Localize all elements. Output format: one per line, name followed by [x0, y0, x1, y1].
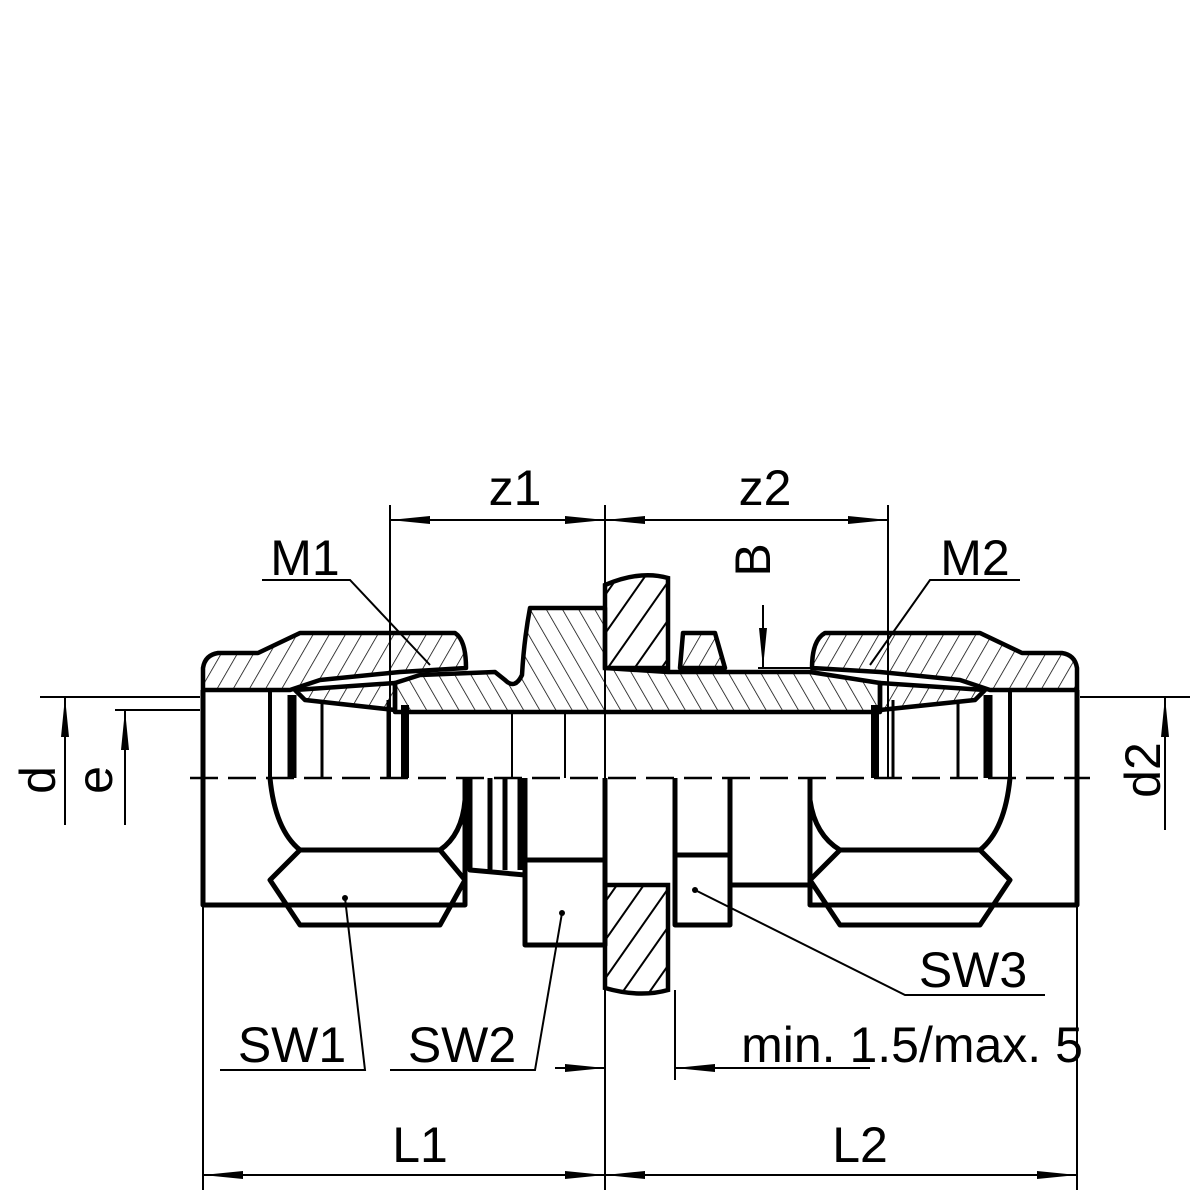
leader-m1	[262, 579, 431, 666]
panel-wall-lower	[602, 882, 671, 996]
label-l1: L1	[392, 1117, 448, 1173]
label-d: d	[10, 766, 66, 794]
label-z2: z2	[739, 460, 792, 516]
leader-sw1	[220, 897, 367, 1071]
panel-wall-upper	[602, 572, 671, 671]
sw2-hex	[522, 860, 608, 948]
label-b: B	[725, 543, 781, 576]
right-ferrule	[877, 680, 988, 713]
right-nut-section	[809, 630, 1080, 693]
dimensions	[40, 505, 1190, 1190]
label-m1: M1	[270, 530, 339, 586]
label-wall-thickness: min. 1.5/max. 5	[741, 1017, 1083, 1073]
section-view-upper	[200, 572, 1080, 905]
leader-sw2	[390, 912, 563, 1071]
left-ferrule	[292, 680, 398, 713]
label-sw1: SW1	[238, 1017, 346, 1073]
label-sw3: SW3	[919, 942, 1027, 998]
label-sw2: SW2	[408, 1017, 516, 1073]
leader-m2	[869, 579, 1020, 666]
left-nut-hex	[200, 777, 468, 928]
left-nut-section	[200, 630, 469, 693]
exterior-view-lower	[200, 777, 1080, 996]
label-d2: d2	[1115, 742, 1171, 798]
label-l2: L2	[832, 1117, 888, 1173]
body-neck	[467, 778, 608, 878]
leader-sw3	[694, 889, 1045, 996]
right-nut-hex	[807, 777, 1080, 928]
label-z1: z1	[489, 460, 542, 516]
lock-nut-section	[677, 630, 728, 671]
label-e: e	[67, 766, 123, 794]
label-m2: M2	[940, 530, 1009, 586]
sw3-hex	[672, 778, 733, 928]
body-section	[392, 605, 883, 715]
